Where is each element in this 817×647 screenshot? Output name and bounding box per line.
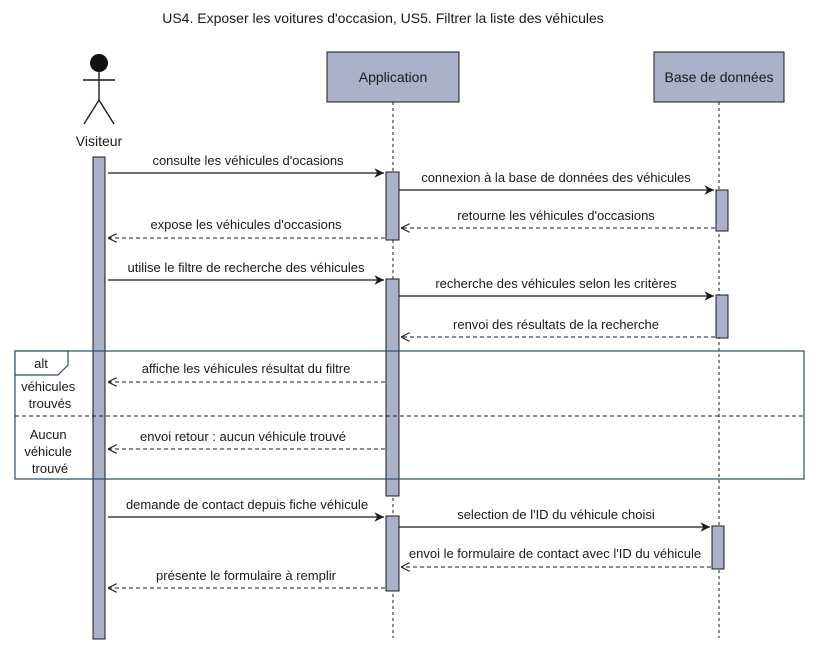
app-activation-bar (385, 171, 400, 241)
message-label: retourne les véhicules d'occasions (457, 208, 655, 223)
db-activation-bar (715, 189, 729, 232)
message-label: recherche des véhicules selon les critèr… (435, 276, 677, 291)
message-label: expose les véhicules d'occasions (150, 217, 342, 232)
app-activation-bar (385, 278, 400, 497)
message-label: affiche les véhicules résultat du filtre (142, 361, 351, 376)
diagram-title: US4. Exposer les voitures d'occasion, US… (162, 10, 604, 26)
participant-database-label: Base de données (665, 69, 774, 85)
db-activation-bar (711, 525, 725, 570)
db-activation-bar (715, 294, 729, 339)
message-label: renvoi des résultats de la recherche (453, 317, 659, 332)
message-label: demande de contact depuis fiche véhicule (126, 497, 368, 512)
alt-operator-tab (14, 350, 69, 376)
alt-fragment-frame (14, 350, 805, 480)
actor-figure (83, 54, 115, 125)
message-label: envoi le formulaire de contact avec l'ID… (409, 546, 701, 561)
actor-head (90, 54, 108, 72)
actor-activation-bar (92, 156, 106, 640)
message-label: consulte les véhicules d'ocasions (152, 153, 344, 168)
alt-guard-not-found-line2: véhicule (24, 444, 72, 459)
alt-guard-found-line2: trouvés (29, 396, 72, 411)
alt-operator-label: alt (34, 356, 48, 371)
alt-guard-found-line1: véhicules (21, 379, 76, 394)
alt-guard-found: véhicules trouvés (21, 379, 79, 411)
participant-application-label: Application (359, 69, 428, 85)
alt-guard-not-found: Aucun véhicule trouvé (24, 427, 75, 476)
alt-guard-not-found-line3: trouvé (32, 461, 68, 476)
participant-database-box (653, 51, 785, 103)
message-label: selection de l'ID du véhicule choisi (457, 507, 655, 522)
message-label: utilise le filtre de recherche des véhic… (127, 260, 365, 275)
message-label: présente le formulaire à remplir (156, 568, 337, 583)
app-activation-bar (385, 515, 400, 592)
participant-application-box (326, 51, 460, 103)
message-label: connexion à la base de données des véhic… (421, 170, 691, 185)
actor-label: Visiteur (76, 133, 123, 149)
alt-guard-not-found-line1: Aucun (30, 427, 67, 442)
message-label: envoi retour : aucun véhicule trouvé (140, 429, 346, 444)
